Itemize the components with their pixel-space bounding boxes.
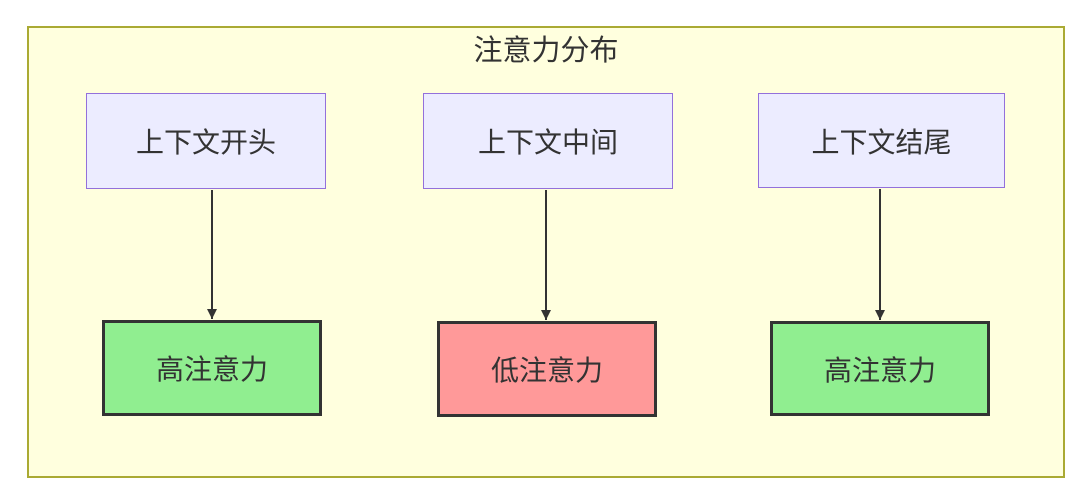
node-context-middle: 上下文中间 xyxy=(423,93,673,189)
node-context-end: 上下文结尾 xyxy=(758,93,1005,188)
node-low-attention-label: 低注意力 xyxy=(490,354,603,387)
node-context-start: 上下文开头 xyxy=(86,93,326,189)
node-high-attention-2-label: 高注意力 xyxy=(823,353,936,387)
diagram-title: 注意力分布 xyxy=(473,33,619,67)
node-context-end-label: 上下文结尾 xyxy=(811,125,952,159)
node-context-middle-label: 上下文中间 xyxy=(477,126,618,159)
node-high-attention-2: 高注意力 xyxy=(770,321,990,416)
node-high-attention-1-label: 高注意力 xyxy=(155,353,268,386)
node-context-start-label: 上下文开头 xyxy=(135,126,276,159)
node-low-attention: 低注意力 xyxy=(437,321,657,417)
node-high-attention-1: 高注意力 xyxy=(102,320,322,416)
